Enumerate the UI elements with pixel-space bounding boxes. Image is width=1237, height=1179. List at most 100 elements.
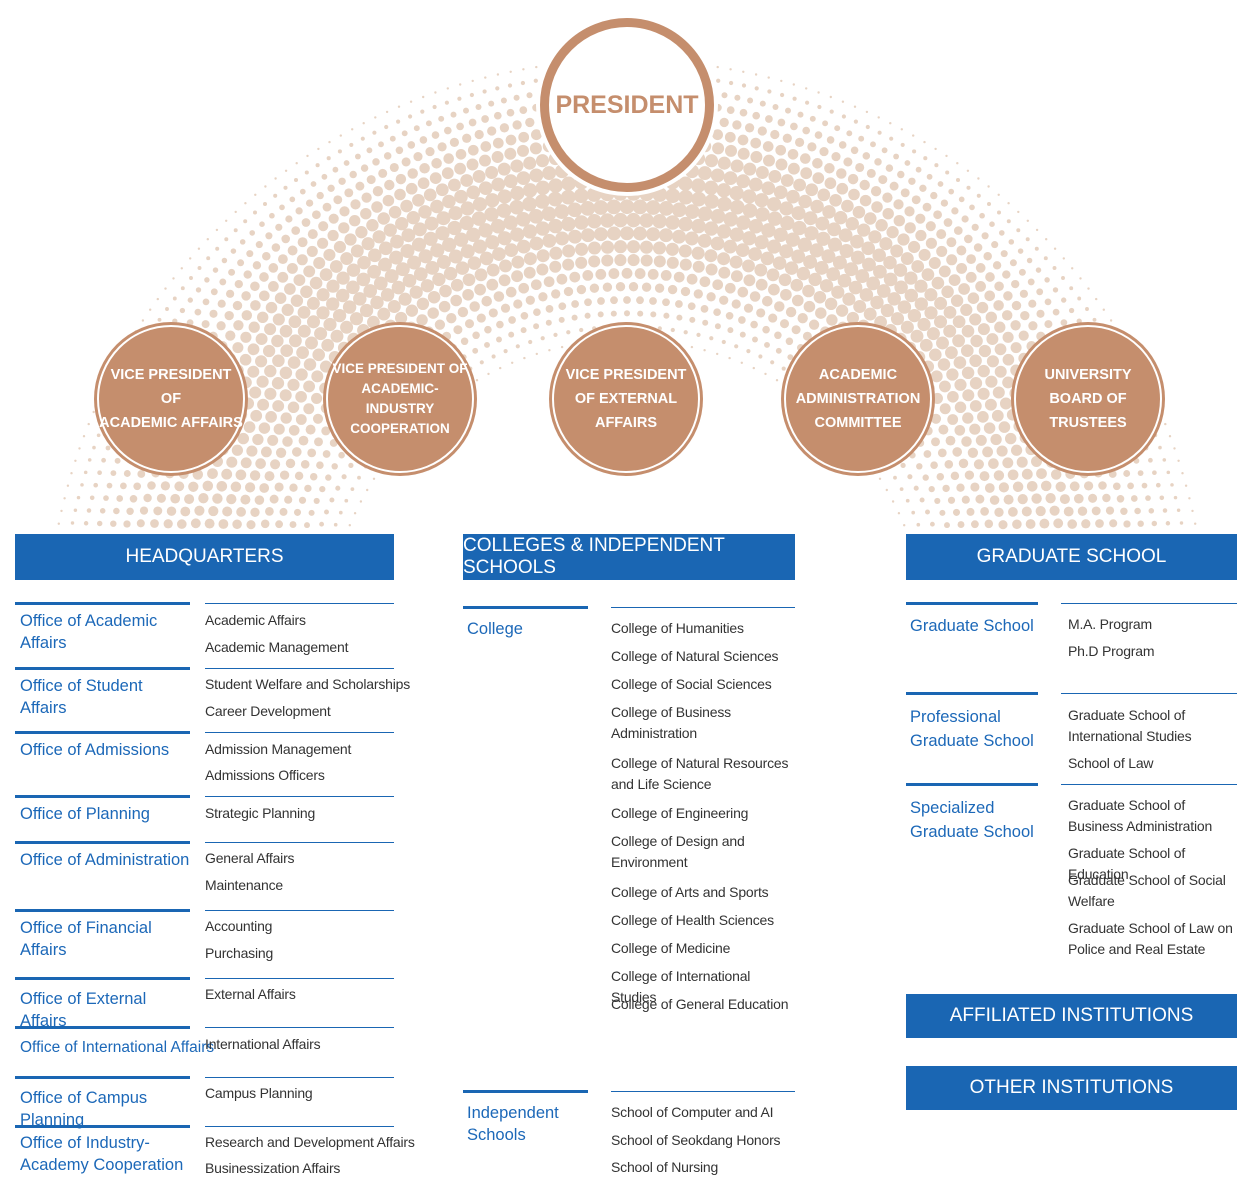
arc-dot [966,507,975,516]
arc-dot [839,243,854,259]
arc-dot [889,122,892,125]
arc-dot [548,218,563,234]
arc-dot [665,215,680,230]
arc-dot [1162,508,1168,513]
arc-dot [710,208,726,224]
arc-dot [209,309,218,318]
arc-dot [306,245,318,257]
arc-dot [96,433,101,438]
arc-dot [385,110,389,114]
arc-dot [780,79,783,83]
arc-dot [202,298,210,306]
office-label: Office of Admissions [20,741,170,759]
arc-dot [279,389,292,402]
arc-dot [730,159,744,173]
arc-dot [775,158,788,171]
arc-dot [511,270,524,283]
arc-dot [950,294,964,307]
arc-dot [989,221,995,228]
office-sub-item: Academic Affairs [205,612,306,628]
arc-dot [1109,319,1113,322]
arc-dot [954,378,967,391]
arc-dot [123,470,131,477]
arc-dot [479,360,484,365]
arc-dot [781,366,786,371]
arc-dot [969,377,983,390]
arc-dot [106,482,113,489]
arc-dot [278,254,288,264]
arc-dot [979,471,990,482]
arc-dot [1194,522,1197,525]
office-sub-item: Purchasing [205,945,274,961]
arc-dot [952,334,965,348]
arc-dot [779,319,790,329]
arc-dot [523,266,536,279]
arc-dot [773,227,788,242]
arc-dot [179,307,186,314]
arc-dot [225,289,235,298]
arc-dot [418,249,433,264]
arc-dot [653,255,666,268]
arc-dot [870,186,882,197]
arc-dot [595,268,607,280]
arc-dot [793,178,807,192]
arc-dot [697,206,713,222]
arc-dot [236,507,246,517]
arc-dot [309,472,318,481]
arc-dot [568,229,582,244]
arc-dot [1016,228,1021,233]
arc-dot [1006,219,1011,224]
arc-dot [405,182,418,195]
arc-dot [443,153,455,164]
arc-dot [189,257,192,260]
arc-dot [237,259,245,267]
arc-dot [78,447,81,450]
arc-dot [986,355,999,368]
arc-dot [911,195,921,205]
arc-dot [983,252,992,261]
arc-dot [287,245,298,256]
arc-dot [970,334,983,348]
arc-dot [864,212,877,225]
arc-dot [885,488,888,492]
arc-dot [834,125,841,132]
arc-dot [767,76,770,79]
arc-dot [883,255,897,270]
arc-dot [878,175,888,185]
arc-dot [762,325,770,334]
arc-dot [996,210,1002,215]
arc-dot [232,342,244,354]
arc-dot [765,115,773,123]
arc-dot [817,104,822,110]
arc-dot [311,392,323,404]
arc-dot [449,137,459,147]
arc-dot [316,461,324,470]
arc-dot [923,156,928,161]
arc-dot [723,212,738,227]
arc-dot [438,300,451,313]
arc-dot [1028,321,1038,331]
arc-dot [1036,309,1045,318]
arc-dot [903,524,906,527]
arc-dot [344,498,349,503]
arc-dot [1159,495,1165,501]
arc-dot [545,305,554,313]
arc-dot [992,386,1005,399]
arc-dot [907,308,922,323]
arc-dot [287,378,300,391]
arc-dot [1069,481,1080,492]
arc-dot [922,474,929,481]
arc-dot [712,142,725,155]
arc-dot [436,255,451,269]
university-board-node: UNIVERSITY BOARD OF TRUSTEES [1014,325,1162,473]
arc-dot [531,129,542,141]
arc-dot [976,301,989,314]
office-divider [15,1125,190,1128]
arc-dot [926,173,933,180]
arc-dot [459,215,474,231]
arc-dot [677,343,681,346]
arc-dot [446,313,457,324]
arc-dot [243,421,256,433]
arc-dot [442,237,457,252]
office-label: Office of Administration [20,851,190,869]
